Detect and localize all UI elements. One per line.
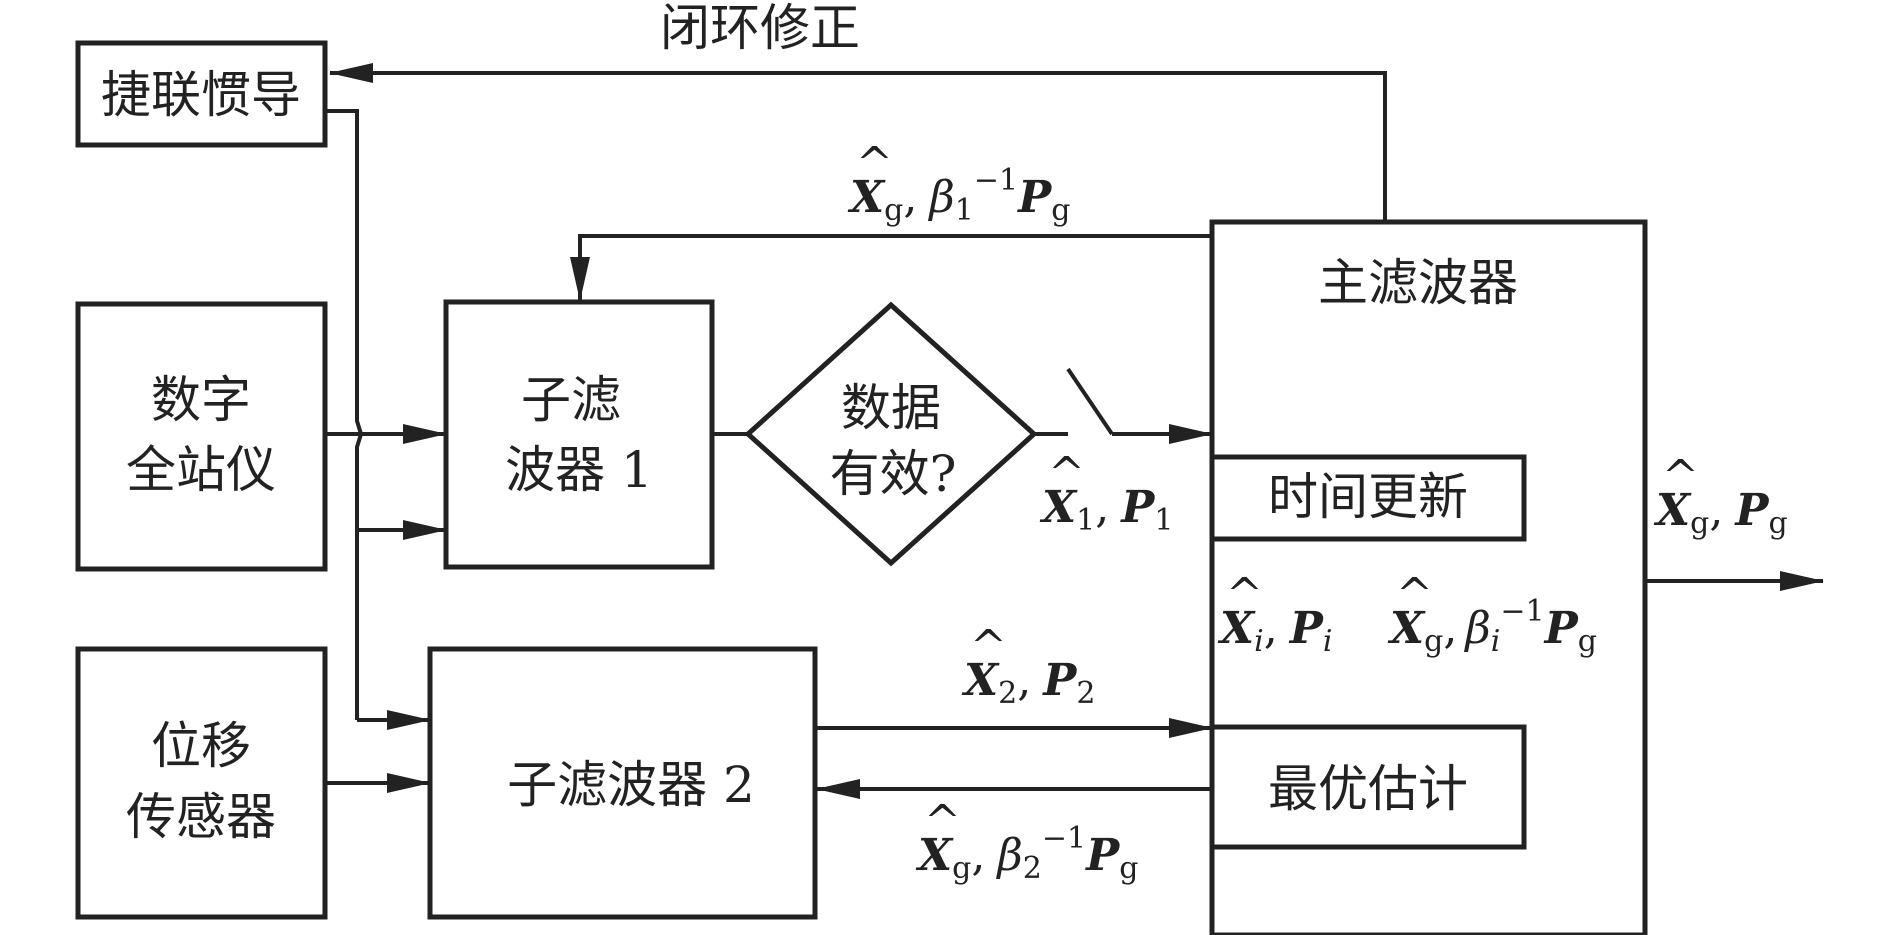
subfilter1-label-2: 波器 1 bbox=[505, 441, 653, 499]
time-update-box bbox=[1209, 454, 1527, 542]
subfilter2-box bbox=[427, 646, 818, 920]
svg-text:^: ^ bbox=[1662, 451, 1699, 502]
svg-text:^: ^ bbox=[1396, 569, 1433, 620]
subfilter1-output-label: X1,P1 ^ bbox=[1039, 448, 1173, 538]
optimal-estimate-label: 最优估计 bbox=[1268, 760, 1468, 818]
master-filter-label: 主滤波器 bbox=[1318, 254, 1518, 312]
svg-text:Xg,Pg: Xg,Pg bbox=[1653, 485, 1788, 541]
subfilter1-label-1: 子滤 bbox=[521, 371, 621, 429]
sins-box bbox=[75, 40, 328, 148]
decision-label-1: 数据 bbox=[841, 379, 941, 437]
svg-text:Xg,β2−1Pg: Xg,β2−1Pg bbox=[915, 821, 1138, 886]
svg-text:^: ^ bbox=[924, 796, 961, 847]
feedback-label-beta1: Xg,β1−1Pg ^ bbox=[847, 138, 1070, 228]
global-feedback-label-betai: Xg,βi−1Pg ^ bbox=[1387, 569, 1597, 659]
local-estimate-label: Xi,Pi ^ bbox=[1217, 569, 1332, 659]
time-update-label: 时间更新 bbox=[1268, 468, 1468, 526]
switch-blade bbox=[1066, 367, 1114, 436]
svg-text:^: ^ bbox=[856, 138, 893, 189]
svg-text:X2,P2: X2,P2 bbox=[961, 655, 1095, 711]
sins-label: 捷联惯导 bbox=[101, 66, 301, 124]
total-station-label-1: 数字 bbox=[151, 371, 251, 429]
sins-bus-line bbox=[325, 109, 364, 720]
displacement-sensor-label-1: 位移 bbox=[151, 717, 251, 775]
svg-text:Xi,Pi: Xi,Pi bbox=[1217, 603, 1332, 659]
svg-text:Xg,βi−1Pg: Xg,βi−1Pg bbox=[1387, 594, 1597, 659]
svg-text:^: ^ bbox=[1226, 569, 1263, 620]
decision-label-2: 有效? bbox=[830, 445, 957, 503]
optimal-estimate-box bbox=[1209, 724, 1527, 850]
total-station-box bbox=[75, 301, 328, 572]
closed-loop-label: 闭环修正 bbox=[660, 0, 860, 57]
subfilter1-box bbox=[443, 299, 715, 570]
closed-loop-arrow bbox=[329, 63, 1387, 222]
subfilter2-label: 子滤波器 2 bbox=[507, 756, 755, 814]
total-station-label-2: 全站仪 bbox=[126, 441, 276, 499]
displacement-sensor-label-2: 传感器 bbox=[126, 788, 276, 846]
svg-text:Xg,β1−1Pg: Xg,β1−1Pg bbox=[847, 163, 1070, 228]
feedback-label-beta2: Xg,β2−1Pg ^ bbox=[915, 796, 1138, 886]
displacement-sensor-box bbox=[75, 646, 328, 920]
data-valid-decision bbox=[744, 301, 1038, 567]
feedback-subfilter1-arrow bbox=[570, 234, 1212, 301]
svg-text:^: ^ bbox=[1048, 448, 1085, 499]
svg-text:^: ^ bbox=[970, 621, 1007, 672]
svg-text:X1,P1: X1,P1 bbox=[1039, 482, 1173, 538]
subfilter2-output-label: X2,P2 ^ bbox=[961, 621, 1095, 711]
global-output-label: Xg,Pg ^ bbox=[1653, 451, 1788, 541]
